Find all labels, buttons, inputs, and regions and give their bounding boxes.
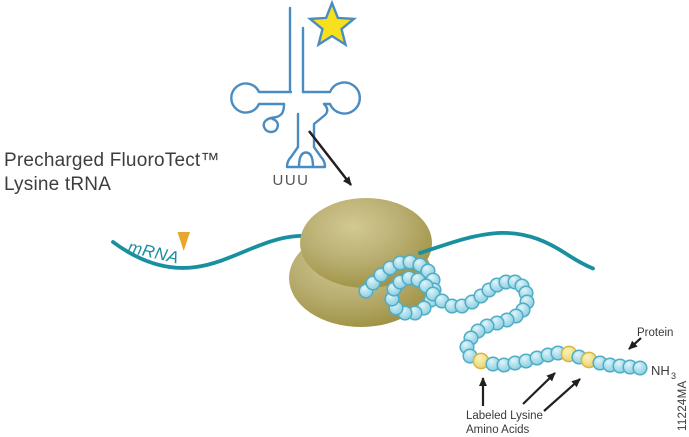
trna-anticodon-foot [285, 145, 327, 169]
title-line1: Precharged FluoroTect™ [4, 150, 220, 171]
mrna-strand-right [418, 231, 595, 271]
figure-title: Precharged FluoroTect™ Lysine tRNA [4, 150, 220, 195]
protein-chain [358, 254, 648, 376]
figure-id-label: 11224MA [677, 380, 689, 431]
lysine-arrow-2 [522, 372, 556, 405]
amine-terminus-subscript: 3 [671, 371, 676, 381]
trna [230, 0, 361, 169]
lysine-label-line2: Amino Acids [466, 424, 530, 436]
title-line2: Lysine tRNA [4, 174, 111, 195]
trna-t-loop-lower [312, 102, 329, 149]
protein-label: Protein [637, 327, 673, 339]
trna-variable-loop [262, 102, 286, 134]
lysine-label-line1: Labeled Lysine [466, 410, 543, 422]
trna-entry-arrow [308, 130, 352, 186]
amine-terminus-label: NH [651, 363, 670, 378]
trna-anticodon-arch [297, 151, 315, 169]
protein-arrow [628, 337, 642, 350]
fluorescent-label-star-icon [306, 0, 358, 48]
lysine-arrow-3 [543, 378, 581, 412]
trna-t-loop [301, 81, 361, 115]
codon-position-marker [177, 232, 190, 251]
anticodon-label: UUU [273, 172, 310, 189]
trna-d-loop [230, 82, 293, 114]
amino-acid-bead [632, 360, 648, 376]
